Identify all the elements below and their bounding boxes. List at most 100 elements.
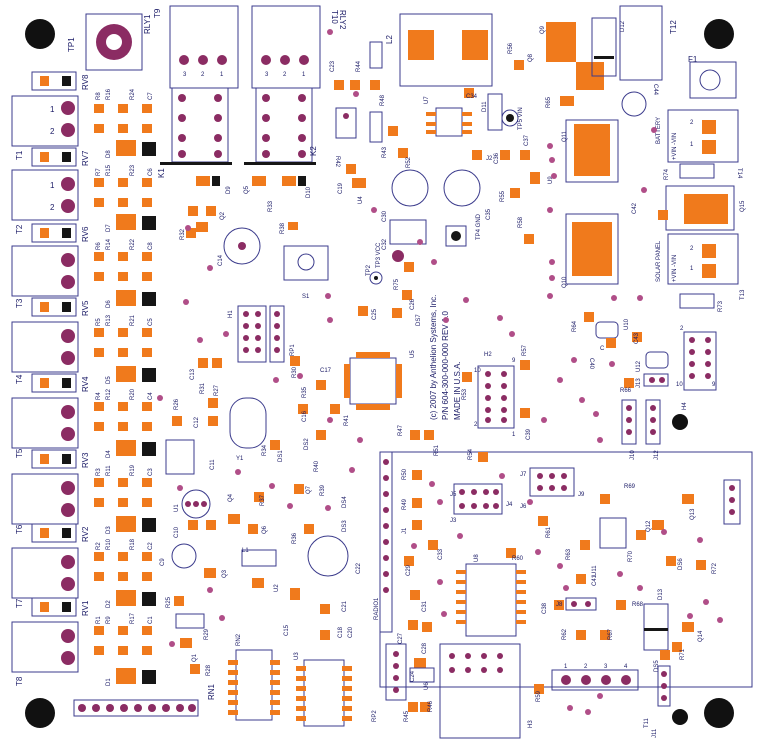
svg-text:DS5: DS5 bbox=[654, 660, 660, 672]
svg-text:3: 3 bbox=[183, 72, 187, 78]
svg-text:C36: C36 bbox=[494, 152, 500, 164]
svg-text:R73: R73 bbox=[718, 300, 724, 312]
u5-center-chip: U5 TP2 R75 C26 C25 DS7 (c) 2007 by Anthe… bbox=[344, 262, 462, 420]
svg-text:D11: D11 bbox=[482, 101, 488, 112]
d9-q5-d10: D9 Q5 D10 R33 bbox=[196, 176, 312, 212]
svg-text:J10: J10 bbox=[630, 450, 636, 460]
tp1-hole bbox=[106, 34, 122, 50]
svg-text:R38: R38 bbox=[280, 222, 286, 234]
svg-text:L2: L2 bbox=[385, 35, 394, 44]
svg-text:T1: T1 bbox=[15, 150, 24, 160]
svg-text:DS7: DS7 bbox=[416, 314, 422, 326]
svg-text:10: 10 bbox=[676, 382, 683, 388]
svg-text:D7: D7 bbox=[106, 224, 112, 232]
svg-text:R2: R2 bbox=[96, 542, 102, 550]
svg-text:J13: J13 bbox=[636, 378, 642, 388]
q2-c14-area: Q2 R32 C14 bbox=[180, 206, 261, 266]
svg-text:R75: R75 bbox=[394, 278, 400, 290]
svg-text:U10: U10 bbox=[624, 318, 630, 330]
channel-group-5: R5 R13 R21 C5 D5 bbox=[94, 314, 156, 384]
tp1-outline bbox=[85, 13, 143, 71]
svg-text:C20: C20 bbox=[348, 626, 354, 638]
svg-text:U3: U3 bbox=[294, 652, 300, 660]
svg-text:C13: C13 bbox=[190, 368, 196, 380]
copyright-line-1: (c) 2007 by Anthelion Systems, Inc. bbox=[429, 295, 438, 420]
svg-text:BATTERY: BATTERY bbox=[656, 117, 662, 144]
svg-text:C42: C42 bbox=[632, 202, 638, 214]
svg-text:10: 10 bbox=[474, 368, 481, 374]
svg-text:R28: R28 bbox=[206, 664, 212, 676]
channel-group-8: R8 R16 R24 C7 D8 bbox=[94, 88, 156, 158]
svg-text:R50: R50 bbox=[402, 468, 408, 480]
svg-text:Q12: Q12 bbox=[646, 520, 652, 532]
svg-text:T14: T14 bbox=[736, 168, 742, 179]
svg-text:T11: T11 bbox=[644, 717, 650, 728]
svg-text:C38: C38 bbox=[542, 602, 548, 614]
mounting-hole-tr bbox=[704, 19, 734, 49]
svg-text:R10: R10 bbox=[106, 538, 112, 550]
svg-text:C15: C15 bbox=[284, 624, 290, 636]
svg-text:DS2: DS2 bbox=[304, 438, 310, 450]
svg-text:C31: C31 bbox=[422, 600, 428, 612]
svg-text:T2: T2 bbox=[15, 224, 24, 234]
svg-text:C23: C23 bbox=[330, 60, 336, 72]
svg-text:J5: J5 bbox=[450, 492, 457, 498]
svg-text:T8: T8 bbox=[15, 676, 24, 686]
svg-text:U7: U7 bbox=[424, 96, 430, 104]
svg-text:R15: R15 bbox=[106, 164, 112, 176]
svg-text:D13: D13 bbox=[658, 588, 664, 600]
svg-text:R57: R57 bbox=[522, 344, 528, 356]
svg-text:C32: C32 bbox=[382, 238, 388, 250]
svg-text:R12: R12 bbox=[106, 388, 112, 400]
svg-text:C41: C41 bbox=[592, 574, 598, 586]
mounting-hole-br bbox=[704, 698, 734, 728]
svg-text:C22: C22 bbox=[356, 562, 362, 574]
svg-text:R19: R19 bbox=[130, 464, 136, 476]
svg-text:RV6: RV6 bbox=[81, 226, 90, 242]
svg-text:RP1: RP1 bbox=[290, 344, 296, 356]
svg-text:C24: C24 bbox=[410, 670, 416, 682]
svg-text:R68: R68 bbox=[632, 602, 644, 608]
relay-k2: K2 bbox=[244, 87, 318, 165]
svg-text:C3: C3 bbox=[148, 468, 154, 476]
svg-text:RV2: RV2 bbox=[81, 526, 90, 542]
svg-text:C43: C43 bbox=[634, 332, 640, 344]
svg-text:F1: F1 bbox=[688, 55, 698, 64]
power-mid: R42 R48 R43 U7 C34 D11 TP5 VIN R52 C19 U… bbox=[334, 88, 554, 268]
svg-text:Q6: Q6 bbox=[262, 525, 268, 534]
crystal-y1: Y1 bbox=[229, 397, 267, 462]
svg-text:U8: U8 bbox=[474, 554, 480, 562]
svg-text:R63: R63 bbox=[566, 548, 572, 560]
svg-text:C2: C2 bbox=[148, 542, 154, 550]
svg-text:C34: C34 bbox=[466, 94, 478, 100]
svg-text:J6: J6 bbox=[520, 504, 527, 510]
svg-text:RLY1: RLY1 bbox=[143, 14, 152, 34]
svg-text:H4: H4 bbox=[682, 402, 688, 410]
svg-text:R42: R42 bbox=[334, 156, 340, 168]
svg-text:1: 1 bbox=[220, 72, 224, 78]
svg-text:J3: J3 bbox=[450, 518, 457, 524]
svg-text:R58: R58 bbox=[518, 216, 524, 228]
svg-text:R11: R11 bbox=[106, 465, 112, 476]
svg-text:2: 2 bbox=[50, 127, 55, 136]
svg-text:R29: R29 bbox=[204, 628, 210, 640]
svg-text:4: 4 bbox=[624, 664, 628, 670]
svg-text:C8: C8 bbox=[148, 242, 154, 250]
svg-text:R49: R49 bbox=[402, 498, 408, 510]
svg-text:C: C bbox=[600, 346, 605, 352]
svg-text:R41: R41 bbox=[344, 414, 350, 426]
svg-text:R69: R69 bbox=[624, 484, 636, 490]
svg-text:DS4: DS4 bbox=[342, 496, 348, 508]
svg-text:R43: R43 bbox=[382, 146, 388, 158]
svg-text:R59: R59 bbox=[536, 690, 542, 702]
svg-text:R46: R46 bbox=[428, 700, 434, 712]
svg-text:C17: C17 bbox=[320, 368, 332, 374]
power-top: L2 C23 R44 R56 Q8 Q9 D12 T12 F1 R65 bbox=[330, 5, 737, 108]
svg-text:D8: D8 bbox=[106, 150, 112, 158]
mounting-hole-r2 bbox=[672, 709, 688, 725]
svg-text:H1: H1 bbox=[228, 310, 234, 318]
svg-text:U9: U9 bbox=[548, 176, 554, 184]
svg-text:T7: T7 bbox=[15, 598, 24, 608]
svg-text:9: 9 bbox=[712, 382, 716, 388]
